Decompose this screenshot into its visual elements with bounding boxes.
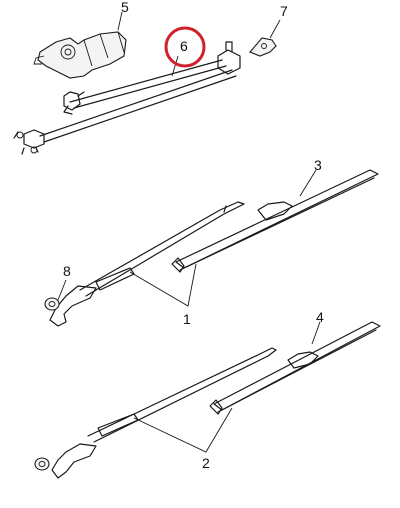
wiper-motor — [33, 31, 127, 79]
callout-1: 1 — [183, 311, 191, 327]
wiper-arm-upper — [49, 201, 245, 327]
callout-6: 6 — [180, 38, 188, 54]
callout-8: 8 — [63, 263, 71, 279]
callout-3: 3 — [314, 157, 322, 173]
wiper-blade-lower — [209, 321, 381, 415]
mounting-bracket — [249, 37, 277, 57]
highlight-circle — [164, 26, 206, 68]
callout-2: 2 — [202, 455, 210, 471]
wiper-linkage — [13, 41, 241, 155]
wiper-arm-lower — [34, 347, 277, 479]
callout-7: 7 — [280, 3, 288, 19]
callout-5: 5 — [121, 0, 129, 15]
callout-4: 4 — [316, 309, 324, 325]
wiper-blade-upper — [171, 169, 379, 273]
washer — [44, 297, 60, 311]
